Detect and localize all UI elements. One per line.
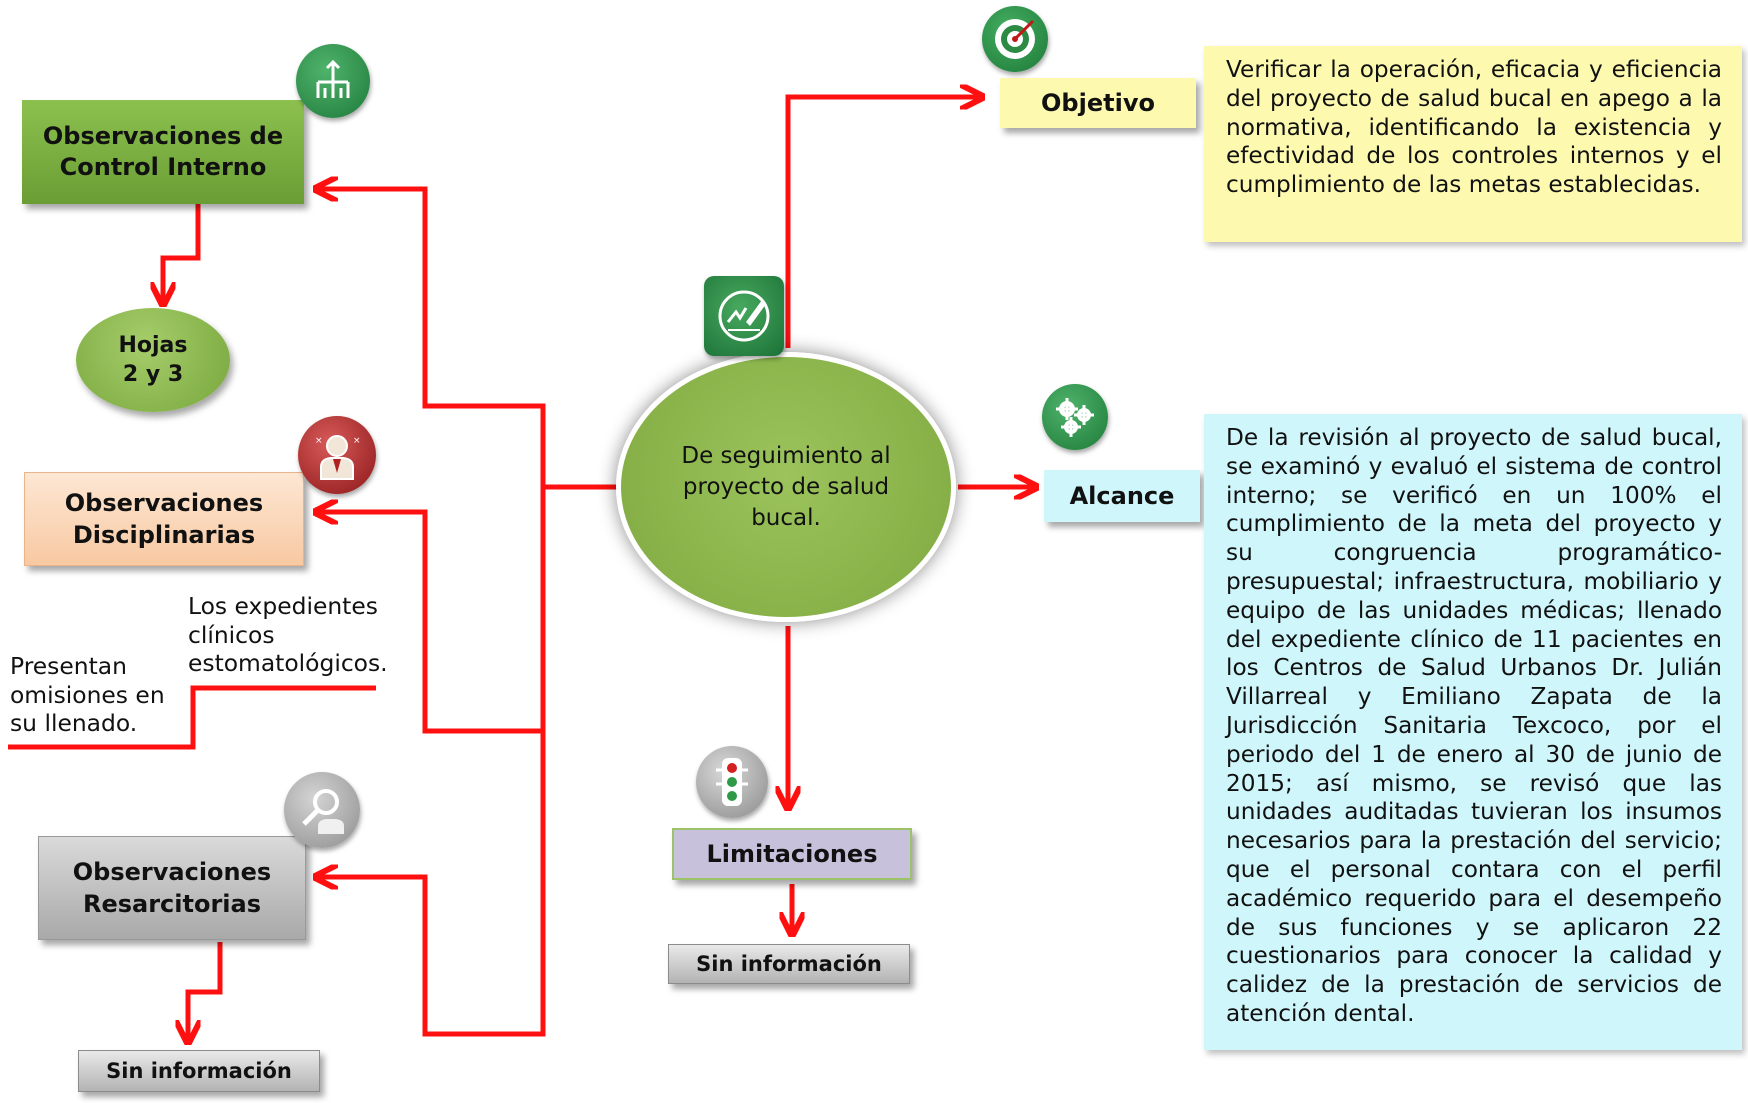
limitaciones-box: Limitaciones xyxy=(672,828,912,880)
target-glyph xyxy=(995,19,1035,59)
expedientes-note: Los expedientes clínicos estomatológicos… xyxy=(188,592,388,678)
traffic-light-glyph xyxy=(716,758,748,806)
connector-control-interno xyxy=(318,189,546,487)
objetivo-box: Objetivo xyxy=(1000,78,1196,128)
traffic-light-icon xyxy=(696,746,768,818)
alcance-note: De la revisión al proyecto de salud buca… xyxy=(1204,414,1742,1050)
omisiones-note: Presentan omisiones en su llenado. xyxy=(10,652,165,738)
alcance-box: Alcance xyxy=(1044,470,1200,522)
note-underline xyxy=(8,685,376,750)
org-structure-glyph xyxy=(316,59,350,98)
sin-informacion-resarcitorias: Sin información xyxy=(78,1050,320,1092)
connector-disciplinarias xyxy=(318,512,543,734)
person-glyph: × × xyxy=(315,435,361,480)
svg-text:×: × xyxy=(353,436,361,446)
central-topic-label: De seguimiento al proyecto de salud buca… xyxy=(681,442,891,531)
person-icon: × × xyxy=(298,416,376,494)
observaciones-resarcitorias-box: Observaciones Resarcitorias xyxy=(38,836,306,940)
hojas-label: Hojas 2 y 3 xyxy=(118,333,188,387)
connector-left-trunk xyxy=(318,484,618,1037)
connector-objetivo xyxy=(785,97,980,348)
signature-pen-glyph xyxy=(718,290,770,342)
sin-informacion-limitaciones: Sin información xyxy=(668,944,910,984)
gears-icon xyxy=(1042,384,1108,450)
hojas-node: Hojas 2 y 3 xyxy=(76,308,230,412)
signature-pen-icon xyxy=(704,276,784,356)
observaciones-resarcitorias-label: Observaciones Resarcitorias xyxy=(72,858,272,918)
connector-resarcitorias-child xyxy=(188,942,223,1040)
observaciones-disciplinarias-label: Observaciones Disciplinarias xyxy=(64,489,264,549)
central-topic-circle: De seguimiento al proyecto de salud buca… xyxy=(616,352,956,622)
observaciones-disciplinarias-box: Observaciones Disciplinarias xyxy=(24,472,304,566)
gears-glyph xyxy=(1056,398,1094,437)
org-structure-icon xyxy=(296,44,370,118)
observaciones-control-interno-label: Observaciones de Control Interno xyxy=(42,122,284,181)
svg-text:×: × xyxy=(315,436,323,446)
connector-hojas xyxy=(163,204,201,302)
objetivo-note: Verificar la operación, eficacia y efici… xyxy=(1204,46,1742,242)
sin-informacion-center-label: Sin información xyxy=(696,952,882,976)
objetivo-label: Objetivo xyxy=(1041,89,1155,117)
sin-informacion-left-label: Sin información xyxy=(106,1059,292,1083)
target-icon xyxy=(982,6,1048,72)
magnifier-person-icon xyxy=(284,772,360,848)
alcance-label: Alcance xyxy=(1069,482,1175,510)
magnifier-person-glyph xyxy=(302,789,344,834)
limitaciones-label: Limitaciones xyxy=(706,840,878,868)
observaciones-control-interno-box: Observaciones de Control Interno xyxy=(22,100,304,204)
